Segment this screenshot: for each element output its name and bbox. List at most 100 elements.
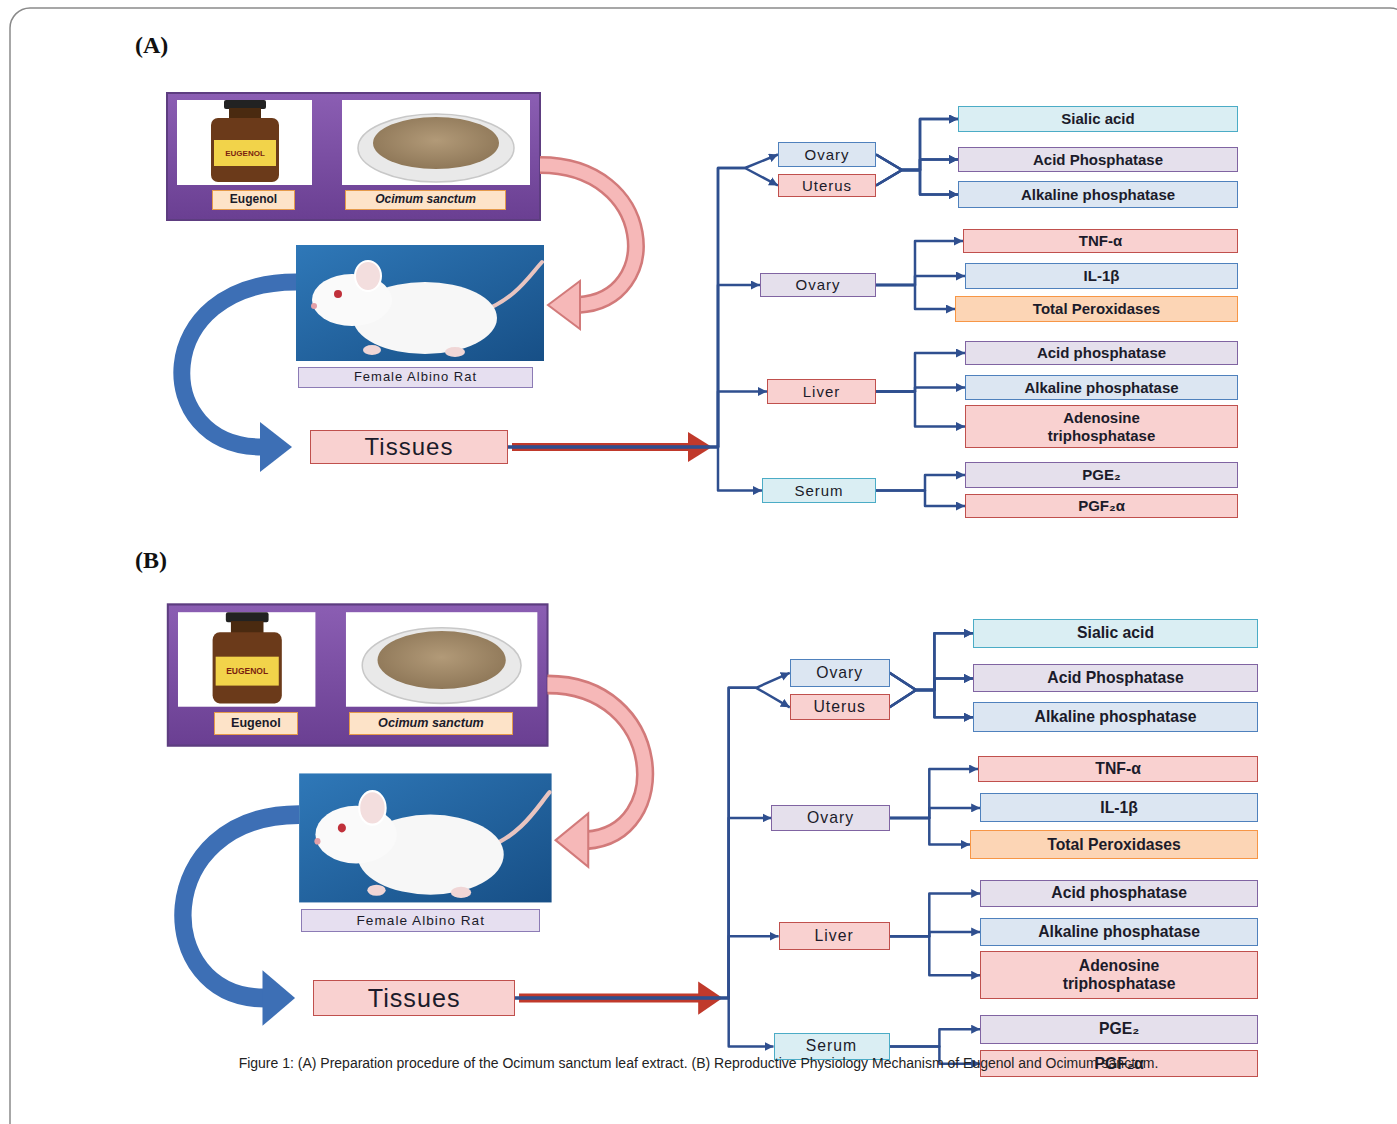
tree-connector [508, 155, 778, 448]
node-label: Adenosine triphosphatase [1027, 409, 1177, 444]
node-label: Alkaline phosphatase [1035, 708, 1197, 726]
marker-box: Adenosine triphosphatase [980, 951, 1258, 999]
tree-connector [876, 475, 965, 491]
tree-connector [890, 818, 971, 845]
tree-connector [508, 285, 760, 447]
marker-box: PGF₂α [965, 494, 1238, 518]
node-label: Tissues [368, 984, 461, 1013]
marker-box: Total Peroxidases [970, 830, 1258, 859]
organ-box: Liver [767, 379, 876, 404]
marker-box: Alkaline phosphatase [980, 918, 1258, 946]
tree-connector [876, 392, 965, 427]
node-label: Adenosine triphosphatase [1040, 957, 1198, 993]
node-label: Total Peroxidases [1047, 836, 1181, 854]
organ-box: Liver [779, 922, 890, 950]
tree-connector [890, 673, 974, 718]
tree-connector [515, 998, 774, 1046]
source-tag: Ocimum sanctum [345, 190, 506, 210]
node-label: Sialic acid [1061, 110, 1134, 127]
tree-connector [890, 690, 974, 717]
tree-connector [890, 808, 981, 818]
marker-box: Acid phosphatase [980, 880, 1258, 907]
marker-box: PGE₂ [965, 462, 1238, 488]
marker-box: Acid Phosphatase [973, 664, 1258, 692]
node-label: PGF₂α [1078, 497, 1125, 514]
organ-box: Ovary [760, 273, 876, 297]
node-label: Ovary [807, 809, 854, 827]
panel-a-illustration [167, 93, 712, 472]
node-label: Uterus [813, 698, 865, 716]
marker-box: IL-1β [965, 263, 1238, 289]
tree-connector [515, 688, 790, 998]
tree-connector [890, 1029, 981, 1046]
tree-connector [515, 936, 779, 998]
node-label: Ocimum sanctum [378, 716, 484, 730]
marker-box: TNF-α [963, 229, 1238, 253]
marker-box: IL-1β [980, 793, 1258, 822]
organ-box: Uterus [790, 694, 890, 720]
node-label: Ocimum sanctum [375, 193, 476, 207]
tree-connector [515, 818, 772, 998]
node-label: Acid phosphatase [1037, 344, 1166, 361]
node-label: Uterus [802, 177, 852, 194]
tree-connector [508, 392, 767, 448]
node-label: Ovary [795, 276, 840, 293]
node-label: PGE₂ [1082, 466, 1120, 483]
node-label: Acid Phosphatase [1047, 669, 1184, 687]
node-label: Serum [794, 482, 843, 499]
organ-box: Uterus [778, 174, 876, 197]
marker-box: Acid Phosphatase [958, 147, 1238, 172]
tree-connector [876, 353, 965, 392]
node-label: Alkaline phosphatase [1021, 186, 1175, 203]
bottle-text: EUGENOL [214, 140, 276, 166]
node-label: Sialic acid [1077, 624, 1154, 642]
tree-connector [508, 168, 778, 447]
panel-letter: (B) [135, 545, 185, 575]
node-label: Ovary [816, 664, 863, 682]
marker-box: Alkaline phosphatase [973, 702, 1258, 732]
tree-connector [876, 119, 958, 186]
node-label: Eugenol [230, 193, 277, 207]
organ-box: Ovary [790, 659, 890, 687]
node-label: Tissues [365, 433, 454, 461]
marker-box: Alkaline phosphatase [958, 181, 1238, 208]
panel-letter: (A) [135, 30, 185, 60]
tree-connector [876, 155, 958, 195]
animal-tag: Female Albino Rat [298, 367, 533, 388]
node-label: Liver [803, 383, 841, 400]
source-tag: Eugenol [212, 190, 295, 210]
node-label: Alkaline phosphatase [1038, 923, 1200, 941]
node-label: Alkaline phosphatase [1024, 379, 1178, 396]
tree-connector [890, 936, 981, 975]
tree-connector [876, 160, 958, 186]
marker-box: PGE₂ [980, 1015, 1258, 1044]
marker-box: Adenosine triphosphatase [965, 405, 1238, 448]
tissue-box: Tissues [313, 980, 515, 1016]
node-label: Total Peroxidases [1033, 300, 1160, 317]
tree-connector [876, 241, 963, 285]
tree-connector [890, 894, 981, 937]
tree-connector [515, 673, 790, 998]
marker-box: Total Peroxidases [955, 296, 1238, 322]
tree-connector [876, 170, 958, 195]
source-tag: Eugenol [214, 712, 298, 734]
node-label: Serum [806, 1037, 857, 1055]
marker-box: Sialic acid [958, 106, 1238, 132]
tree-connector [890, 678, 974, 707]
node-label: Female Albino Rat [357, 913, 485, 929]
bottle-text: EUGENOL [216, 657, 279, 686]
node-label: TNF-α [1079, 232, 1122, 249]
tree-connector [876, 285, 955, 309]
animal-tag: Female Albino Rat [301, 909, 540, 932]
node-label: TNF-α [1095, 760, 1141, 778]
tree-connector [890, 633, 974, 707]
frame-border [10, 8, 1397, 1124]
organ-box: Ovary [771, 805, 889, 832]
panel-b-illustration [168, 604, 723, 1025]
node-label: PGE₂ [1099, 1020, 1139, 1038]
marker-box: Acid phosphatase [965, 341, 1238, 365]
organ-box: Serum [762, 478, 876, 503]
node-label: Acid phosphatase [1051, 884, 1187, 902]
node-label: Female Albino Rat [354, 370, 477, 385]
figure-caption: Figure 1: (A) Preparation procedure of t… [0, 1055, 1397, 1071]
